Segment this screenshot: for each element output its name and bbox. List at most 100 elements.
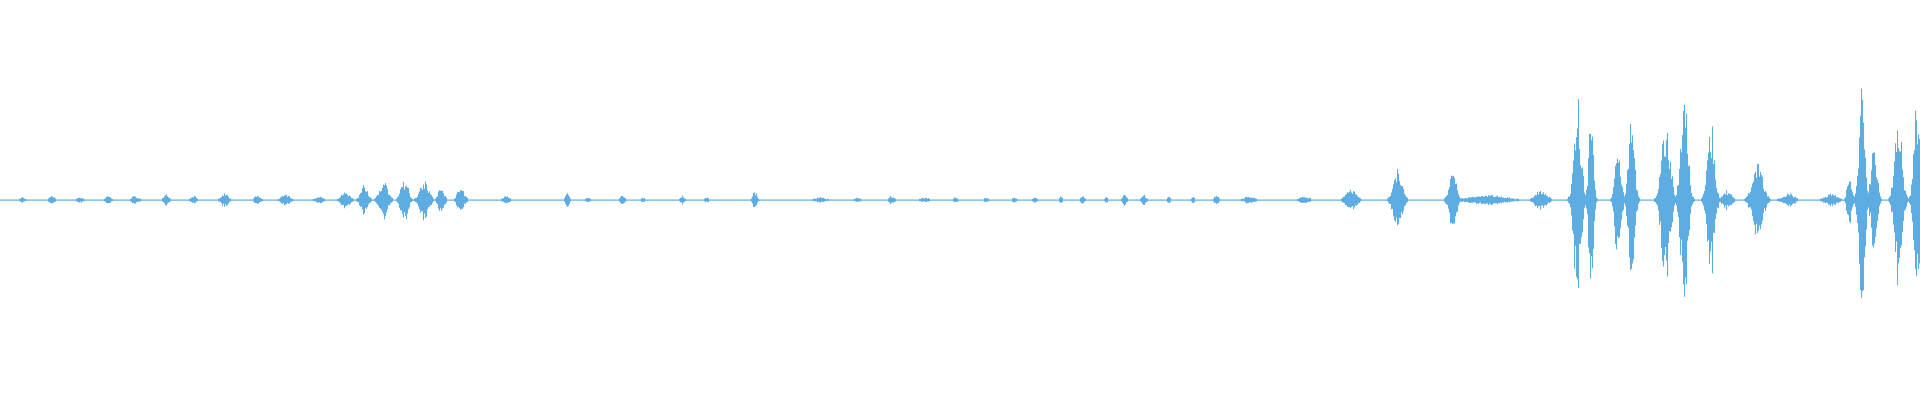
waveform-sample-bar bbox=[1757, 164, 1759, 233]
waveform-sample-bar bbox=[589, 198, 591, 202]
waveform-sample-bar bbox=[132, 196, 134, 204]
waveform-sample-bar bbox=[1353, 191, 1355, 210]
waveform-sample-bar bbox=[1215, 197, 1217, 203]
waveform-sample-bar bbox=[1597, 198, 1599, 202]
waveform-sample-bar bbox=[1243, 198, 1245, 202]
waveform-sample-bar bbox=[1490, 195, 1492, 205]
waveform-sample-bar bbox=[1354, 191, 1356, 208]
waveform-sample-bar bbox=[1911, 184, 1913, 214]
waveform-sample-bar bbox=[1486, 195, 1488, 204]
waveform-sample-bar bbox=[415, 197, 417, 203]
waveform-sample-bar bbox=[321, 197, 323, 204]
waveform-sample-bar bbox=[924, 198, 926, 202]
waveform-sample-bar bbox=[1447, 194, 1449, 205]
waveform-sample-bar bbox=[1591, 140, 1593, 257]
waveform-sample-bar bbox=[170, 198, 172, 202]
waveform-sample-bar bbox=[1825, 196, 1827, 203]
waveform-sample-bar bbox=[505, 196, 507, 203]
waveform-sample-bar bbox=[1572, 173, 1574, 231]
waveform-sample-bar bbox=[1576, 137, 1578, 277]
waveform-sample-bar bbox=[1249, 197, 1251, 203]
waveform-sample-bar bbox=[1733, 197, 1735, 203]
waveform-sample-bar bbox=[1655, 198, 1657, 203]
waveform-sample-bar bbox=[463, 190, 465, 208]
waveform-sample-bar bbox=[1104, 199, 1106, 201]
waveform-sample-bar bbox=[1723, 194, 1725, 205]
waveform-sample-bar bbox=[1218, 197, 1220, 204]
waveform-sample-bar bbox=[291, 198, 293, 202]
waveform-sample-bar bbox=[1868, 192, 1870, 208]
waveform-sample-bar bbox=[1080, 198, 1082, 202]
waveform-sample-bar bbox=[417, 196, 419, 204]
waveform-sample-bar bbox=[1034, 197, 1036, 203]
waveform-sample-bar bbox=[430, 194, 432, 205]
waveform-sample-bar bbox=[1639, 198, 1641, 202]
waveform-sample-bar bbox=[507, 196, 509, 203]
waveform-sample-bar bbox=[1300, 197, 1302, 203]
waveform-sample-bar bbox=[1777, 198, 1779, 202]
waveform-sample-bar bbox=[111, 198, 113, 202]
waveform-sample-bar bbox=[1541, 194, 1543, 206]
waveform-sample-bar bbox=[1302, 196, 1304, 204]
waveform-sample-bar bbox=[1253, 197, 1255, 202]
waveform-sample-bar bbox=[1679, 168, 1681, 238]
waveform-sample-bar bbox=[587, 198, 589, 203]
waveform-sample-bar bbox=[225, 195, 227, 204]
waveform-sample-bar bbox=[1873, 152, 1875, 248]
waveform-sample-bar bbox=[1489, 195, 1491, 204]
waveform-sample-bar bbox=[1191, 198, 1193, 202]
waveform-sample-bar bbox=[1872, 153, 1874, 246]
waveform-sample-bar bbox=[1790, 193, 1792, 207]
waveform-sample-bar bbox=[1032, 198, 1034, 202]
waveform-sample-bar bbox=[1912, 179, 1914, 222]
waveform-sample-bar bbox=[375, 197, 377, 202]
waveform-sample-bar bbox=[921, 198, 923, 202]
waveform-sample-bar bbox=[371, 198, 373, 202]
waveform-sample-bar bbox=[421, 188, 423, 212]
waveform-sample-bar bbox=[1901, 141, 1903, 246]
waveform-sample-bar bbox=[1616, 163, 1618, 250]
waveform-sample-bar bbox=[406, 185, 408, 220]
waveform-sample-bar bbox=[262, 198, 264, 202]
waveform-sample-bar bbox=[457, 192, 459, 208]
waveform-sample-bar bbox=[823, 197, 825, 203]
waveform-sample-bar bbox=[1060, 196, 1062, 203]
waveform-sample-bar bbox=[1753, 181, 1755, 222]
waveform-sample-bar bbox=[1568, 196, 1570, 203]
waveform-sample-bar bbox=[1896, 151, 1898, 242]
waveform-sample-bar bbox=[369, 197, 371, 203]
waveform-sample-bar bbox=[360, 193, 362, 207]
waveform-sample-bar bbox=[1724, 193, 1726, 208]
waveform-sample-bar bbox=[1914, 149, 1916, 251]
waveform-sample-bar bbox=[135, 196, 137, 204]
waveform-sample-bar bbox=[1588, 158, 1590, 248]
waveform-sample-bar bbox=[351, 198, 353, 203]
waveform-sample-bar bbox=[130, 198, 132, 202]
waveform-sample-bar bbox=[1122, 197, 1124, 203]
waveform-sample-bar bbox=[1241, 198, 1243, 202]
waveform-sample-bar bbox=[1549, 196, 1551, 203]
waveform-sample-bar bbox=[139, 198, 141, 202]
waveform-sample-bar bbox=[501, 198, 503, 202]
waveform-sample-bar bbox=[289, 196, 291, 204]
waveform-sample-bar bbox=[378, 195, 380, 206]
waveform-sample-bar bbox=[586, 198, 588, 202]
waveform-sample-bar bbox=[1612, 193, 1614, 207]
waveform-sample-bar bbox=[1624, 196, 1626, 204]
waveform-sample-bar bbox=[754, 192, 756, 208]
waveform-sample-bar bbox=[706, 198, 708, 202]
waveform-sample-bar bbox=[1676, 194, 1678, 206]
waveform-sample-bar bbox=[279, 198, 281, 202]
waveform-sample-bar bbox=[1035, 197, 1037, 203]
waveform-sample-bar bbox=[223, 196, 225, 204]
waveform-sample-bar bbox=[1657, 193, 1659, 206]
waveform-sample-bar bbox=[1791, 194, 1793, 206]
waveform-sample-bar bbox=[1847, 186, 1849, 214]
waveform-sample-bar bbox=[1494, 196, 1496, 204]
waveform-sample-bar bbox=[1821, 198, 1823, 202]
waveform-sample-bar bbox=[382, 187, 384, 212]
waveform-sample-bar bbox=[1105, 197, 1107, 203]
waveform-sample-bar bbox=[1620, 176, 1622, 229]
